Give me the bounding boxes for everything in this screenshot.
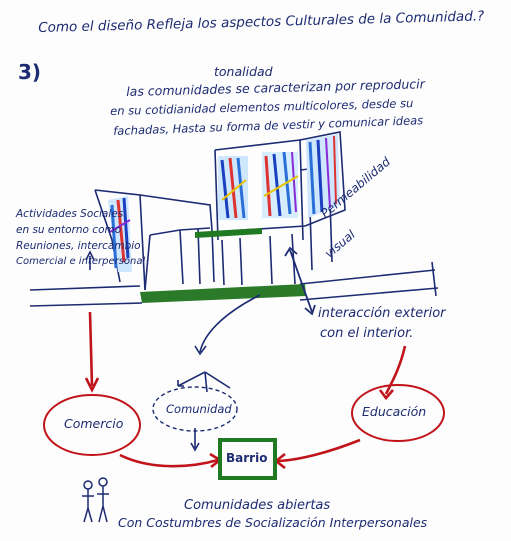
educacion-ellipse: [351, 384, 445, 442]
node-comercio: Comercio: [64, 416, 124, 431]
street-lines: [29, 261, 439, 307]
footer-line-2: Con Costumbres de Socialización Interper…: [118, 515, 428, 530]
right-color-panel: [306, 134, 340, 218]
activities-line-4: Comercial e interpersonal: [16, 256, 146, 267]
comercio-ellipse: [43, 394, 141, 456]
activities-line-2: en su entorno como: [16, 224, 122, 236]
people-figures: [82, 477, 109, 523]
red-arrows: [84, 311, 407, 470]
barrio-box: [218, 438, 277, 480]
interaction-label-1: interacción exterior: [318, 306, 446, 321]
node-barrio: Barrio: [226, 451, 268, 465]
left-color-panel: [108, 196, 132, 272]
activities-line-3: Reuniones, intercambio: [16, 240, 141, 252]
tower-color-panels: [218, 151, 299, 220]
node-comunidad: Comunidad: [166, 402, 232, 416]
green-bridge: [195, 228, 262, 238]
permeability-arrow: [289, 249, 313, 313]
green-ground: [140, 284, 306, 303]
community-arrows: [177, 294, 261, 393]
left-building: [94, 189, 215, 291]
tonality-label: tonalidad: [214, 64, 273, 79]
comunidad-ellipse: [152, 386, 238, 432]
interaction-label-2: con el interior.: [320, 326, 414, 341]
activities-line-1: Actividades Sociales: [16, 208, 124, 220]
footer-line-1: Comunidades abiertas: [184, 498, 331, 513]
node-educacion: Educación: [362, 404, 427, 419]
section-number: 3): [18, 60, 42, 84]
